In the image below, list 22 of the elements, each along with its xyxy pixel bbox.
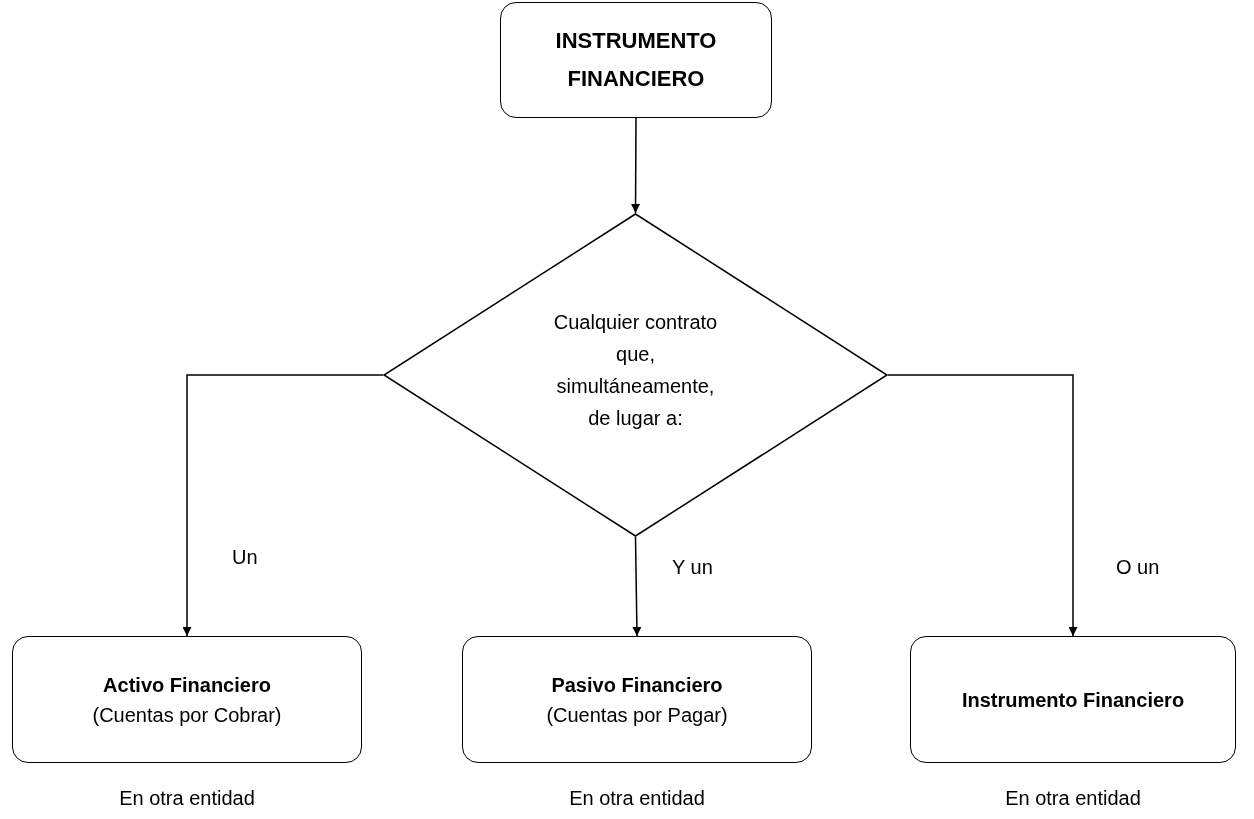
process-box <box>500 2 772 118</box>
node-caption: En otra entidad <box>568 786 706 811</box>
node-caption: En otra entidad <box>118 786 256 811</box>
process-box <box>910 636 1236 763</box>
process-box <box>462 636 812 763</box>
node-caption: En otra entidad <box>1004 786 1142 811</box>
arrow <box>887 374 1078 637</box>
box-subtitle: (Cuentas por Pagar) <box>546 702 728 728</box>
arrow <box>632 536 642 637</box>
arrow <box>631 117 641 214</box>
edge-label: O un <box>1116 555 1160 580</box>
arrow <box>182 374 384 637</box>
process-box <box>12 636 362 763</box>
box-title: INSTRUMENTO FINANCIERO <box>554 27 718 93</box>
edge-label: Un <box>232 545 258 570</box>
edge-label: Y un <box>672 555 713 580</box>
decision-diamond <box>383 213 888 537</box>
box-title: Pasivo Financiero <box>551 672 723 698</box>
box-subtitle: (Cuentas por Cobrar) <box>92 702 282 728</box>
box-title: Instrumento Financiero <box>961 687 1185 713</box>
decision-text: Cualquier contrato que, simultáneamente, de lugar a: <box>552 310 719 431</box>
box-title: Activo Financiero <box>103 672 271 698</box>
